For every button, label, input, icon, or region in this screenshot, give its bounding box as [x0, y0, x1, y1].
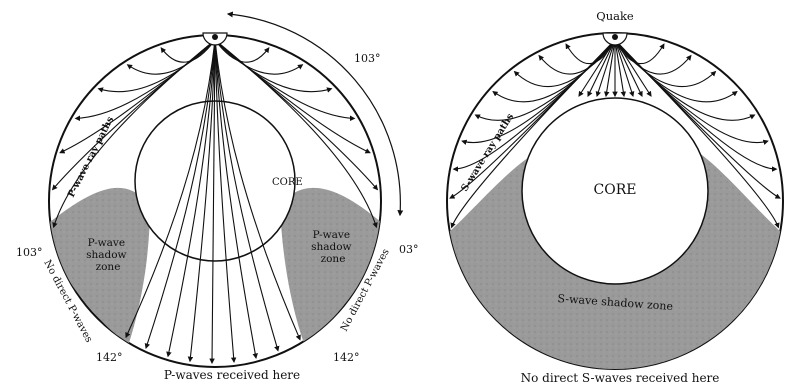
quake-dot-left [212, 34, 218, 40]
core-left [135, 101, 295, 261]
core-label-right: CORE [594, 182, 637, 198]
angle-label-103-right: 03° [399, 243, 419, 256]
angle-label-142-right: 142° [333, 351, 360, 364]
quake-label: Quake [596, 9, 634, 23]
s-waves-caption: No direct S-waves received here [521, 371, 720, 385]
p-wave-diagram: 103° CORE P-wave ray paths P-wave shadow… [16, 14, 419, 382]
angle-label-103-left: 103° [16, 246, 43, 259]
quake-dot-right [612, 34, 618, 40]
core-label-left: CORE [272, 177, 303, 188]
angle-label-142-left: 142° [96, 351, 123, 364]
p-waves-caption: P-waves received here [164, 368, 300, 382]
s-wave-diagram: Quake CORE S-wave ray paths S-wave shado… [440, 9, 786, 386]
arc-angle-label: 103° [354, 52, 381, 65]
